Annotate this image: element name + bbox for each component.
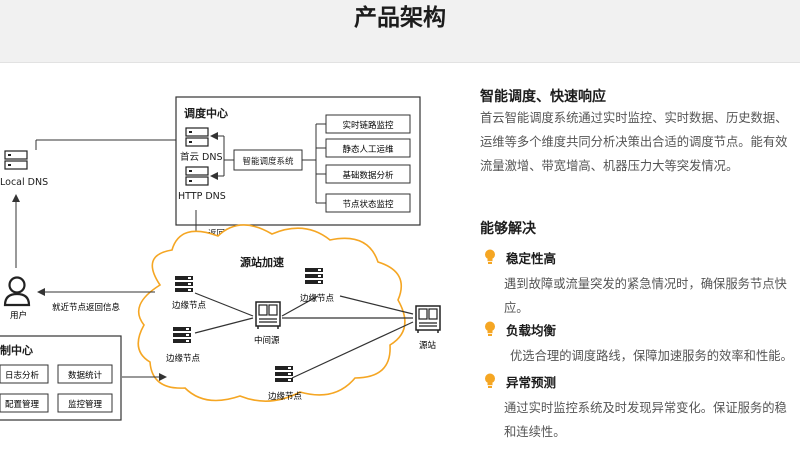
edge-node-2-icon: [173, 327, 191, 343]
module-label-3: 基础数据分析: [342, 170, 394, 181]
middle-source-icon: [255, 301, 281, 330]
control-item-box-4: [57, 393, 113, 413]
origin-acceleration-title: 源站加速: [240, 255, 284, 269]
control-item-box-1: [0, 364, 49, 384]
module-label-2: 静态人工运维: [342, 144, 394, 155]
scheduling-center-title: 调度中心: [184, 106, 228, 120]
intro-line: 运维等多个维度共同分析决策出合适的调度节点。能有效: [480, 135, 788, 149]
edge-node-1-icon: [175, 276, 193, 292]
edge-node-3-label: 边缘节点: [300, 293, 335, 304]
control-item-1: 日志分析: [5, 370, 40, 381]
feature-desc-line: 通过实时监控系统及时发现异常变化。保证服务的稳: [504, 401, 787, 415]
control-item-2: 数据统计: [68, 370, 103, 381]
origin-site-label: 源站: [419, 340, 437, 351]
user-label: 用户: [10, 310, 27, 321]
feature-desc: 优选合理的调度路线，保障加速服务的效率和性能。: [510, 344, 793, 368]
solves-title: 能够解决: [480, 221, 536, 237]
intro-paragraph: 首云智能调度系统通过实时监控、实时数据、历史数据、 运维等多个维度共同分析决策出…: [480, 106, 800, 178]
feature-title: 稳定性高: [506, 251, 557, 266]
feature-desc-line: 应。: [504, 301, 529, 315]
control-item-3: 配置管理: [5, 399, 40, 410]
header: 产品架构: [0, 0, 800, 63]
module-box-1: [325, 114, 411, 134]
lightbulb-icon: [485, 321, 495, 336]
intro-title: 智能调度、快速响应: [480, 89, 606, 105]
nearest-label: 就近节点返回信息: [52, 302, 121, 313]
edge-node-2-label: 边缘节点: [166, 353, 201, 364]
architecture-diagram: 调度中心 首云 DNS HTTP DNS 智能调度系统 实时链路监控 静态人工运…: [0, 96, 441, 421]
feature-desc-line: 和连续性。: [504, 425, 566, 439]
intro-line: 流量激增、带宽增高、机器压力大等突发情况。: [480, 159, 739, 173]
feature-desc: 通过实时监控系统及时发现异常变化。保证服务的稳 和连续性。: [504, 396, 787, 444]
info-panel: 智能调度、快速响应 首云智能调度系统通过实时监控、实时数据、历史数据、 运维等多…: [478, 62, 800, 450]
control-item-box-2: [57, 364, 113, 384]
shouyun-dns-label: 首云 DNS: [180, 151, 222, 163]
local-dns-label: Local DNS: [0, 177, 48, 188]
smart-system-label: 智能调度系统: [242, 156, 294, 167]
module-label-1: 实时链路监控: [342, 120, 394, 131]
edge-node-4-icon: [275, 366, 293, 382]
control-item-box-3: [0, 393, 49, 413]
module-label-4: 节点状态监控: [342, 199, 394, 210]
feature-desc-line: 遇到故障或流量突发的紧急情况时，确保服务节点快: [504, 277, 787, 291]
edge-node-4-label: 边缘节点: [268, 391, 303, 402]
origin-site-icon: [415, 305, 441, 334]
feature-desc: 遇到故障或流量突发的紧急情况时，确保服务节点快 应。: [504, 272, 787, 320]
edge-node-3-icon: [305, 268, 323, 284]
intro-line: 首云智能调度系统通过实时监控、实时数据、历史数据、: [480, 111, 788, 125]
edge-node-1-label: 边缘节点: [172, 300, 207, 311]
middle-source-label: 中间源: [254, 335, 280, 346]
http-dns-label: HTTP DNS: [178, 191, 226, 202]
control-center-title: 制中心: [0, 343, 33, 357]
feature-desc-line: 优选合理的调度路线，保障加速服务的效率和性能。: [510, 349, 793, 363]
local-dns-server-icon: [4, 150, 28, 170]
module-box-4: [325, 193, 411, 213]
control-item-4: 监控管理: [68, 399, 103, 410]
lightbulb-icon: [485, 373, 495, 388]
lightbulb-icon: [485, 249, 495, 264]
user-icon: [3, 276, 31, 307]
feature-title: 负载均衡: [506, 323, 557, 338]
module-box-2: [325, 138, 411, 158]
module-box-3: [325, 164, 411, 184]
page-title: 产品架构: [354, 5, 446, 31]
feature-title: 异常预测: [506, 375, 557, 390]
